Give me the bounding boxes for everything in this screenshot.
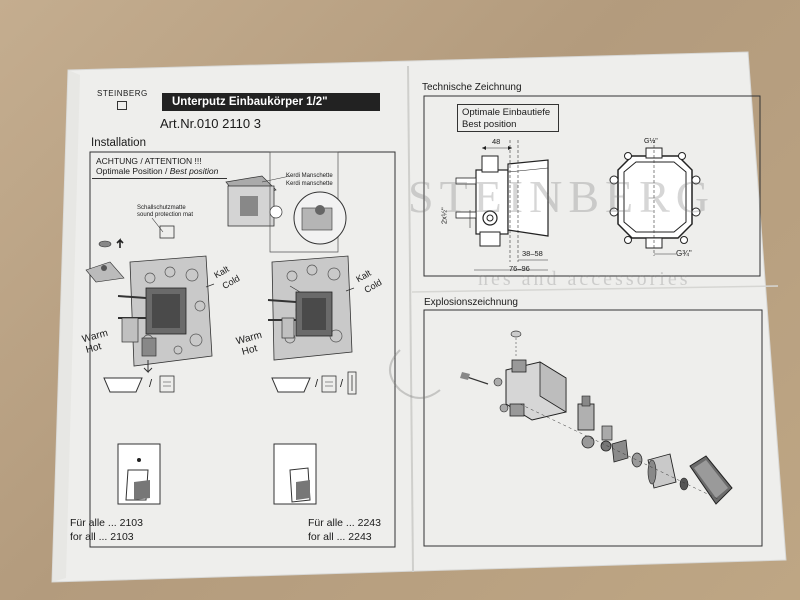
- dim-g12: G½": [644, 138, 658, 145]
- depth-label-en: Best position: [462, 119, 517, 130]
- dim-38-58: 38–58: [522, 249, 543, 258]
- brand-icon: [117, 101, 127, 110]
- watermark-sub: nes and accessories: [478, 268, 691, 290]
- dim-76-96: 76–96: [509, 264, 530, 273]
- for-all-right-en: for all ... 2243: [308, 531, 372, 543]
- brand-logo: STEINBERG: [97, 89, 148, 98]
- slash-right-1: /: [315, 378, 319, 390]
- optimal-position-label: Optimale Position / Best position: [96, 166, 219, 176]
- depth-label-de: Optimale Einbautiefe: [462, 107, 551, 118]
- watermark-main: STEINBERG: [408, 171, 715, 222]
- installation-title: Installation: [91, 137, 146, 149]
- attention-label: ACHTUNG / ATTENTION !!!: [96, 156, 202, 166]
- kerdi-label-de: Kerdi Manschette: [286, 173, 333, 179]
- for-all-left-de: Für alle ... 2103: [70, 517, 143, 529]
- kerdi-label-en: Kerdi manschette: [286, 181, 333, 187]
- dim-2x12: 2x½": [439, 207, 449, 225]
- depth-box: [457, 104, 559, 132]
- dim-48: 48: [492, 137, 501, 146]
- for-all-right-de: Für alle ... 2243: [308, 517, 381, 529]
- sound-mat-label-de: Schallschutzmatte: [137, 205, 186, 211]
- sound-mat-label-en: sound protection mat: [137, 212, 194, 218]
- attention-underline: [92, 178, 227, 179]
- explosion-drawing-title: Explosionszeichnung: [424, 297, 518, 308]
- tech-drawing-title: Technische Zeichnung: [422, 82, 522, 93]
- dim-g34: G¾": [676, 249, 692, 258]
- article-number: Art.Nr.010 2110 3: [160, 116, 261, 131]
- slash-left: /: [149, 378, 153, 390]
- header-title: Unterputz Einbaukörper 1/2": [162, 93, 380, 111]
- for-all-left-en: for all ... 2103: [70, 531, 134, 543]
- slash-right-2: /: [340, 378, 344, 390]
